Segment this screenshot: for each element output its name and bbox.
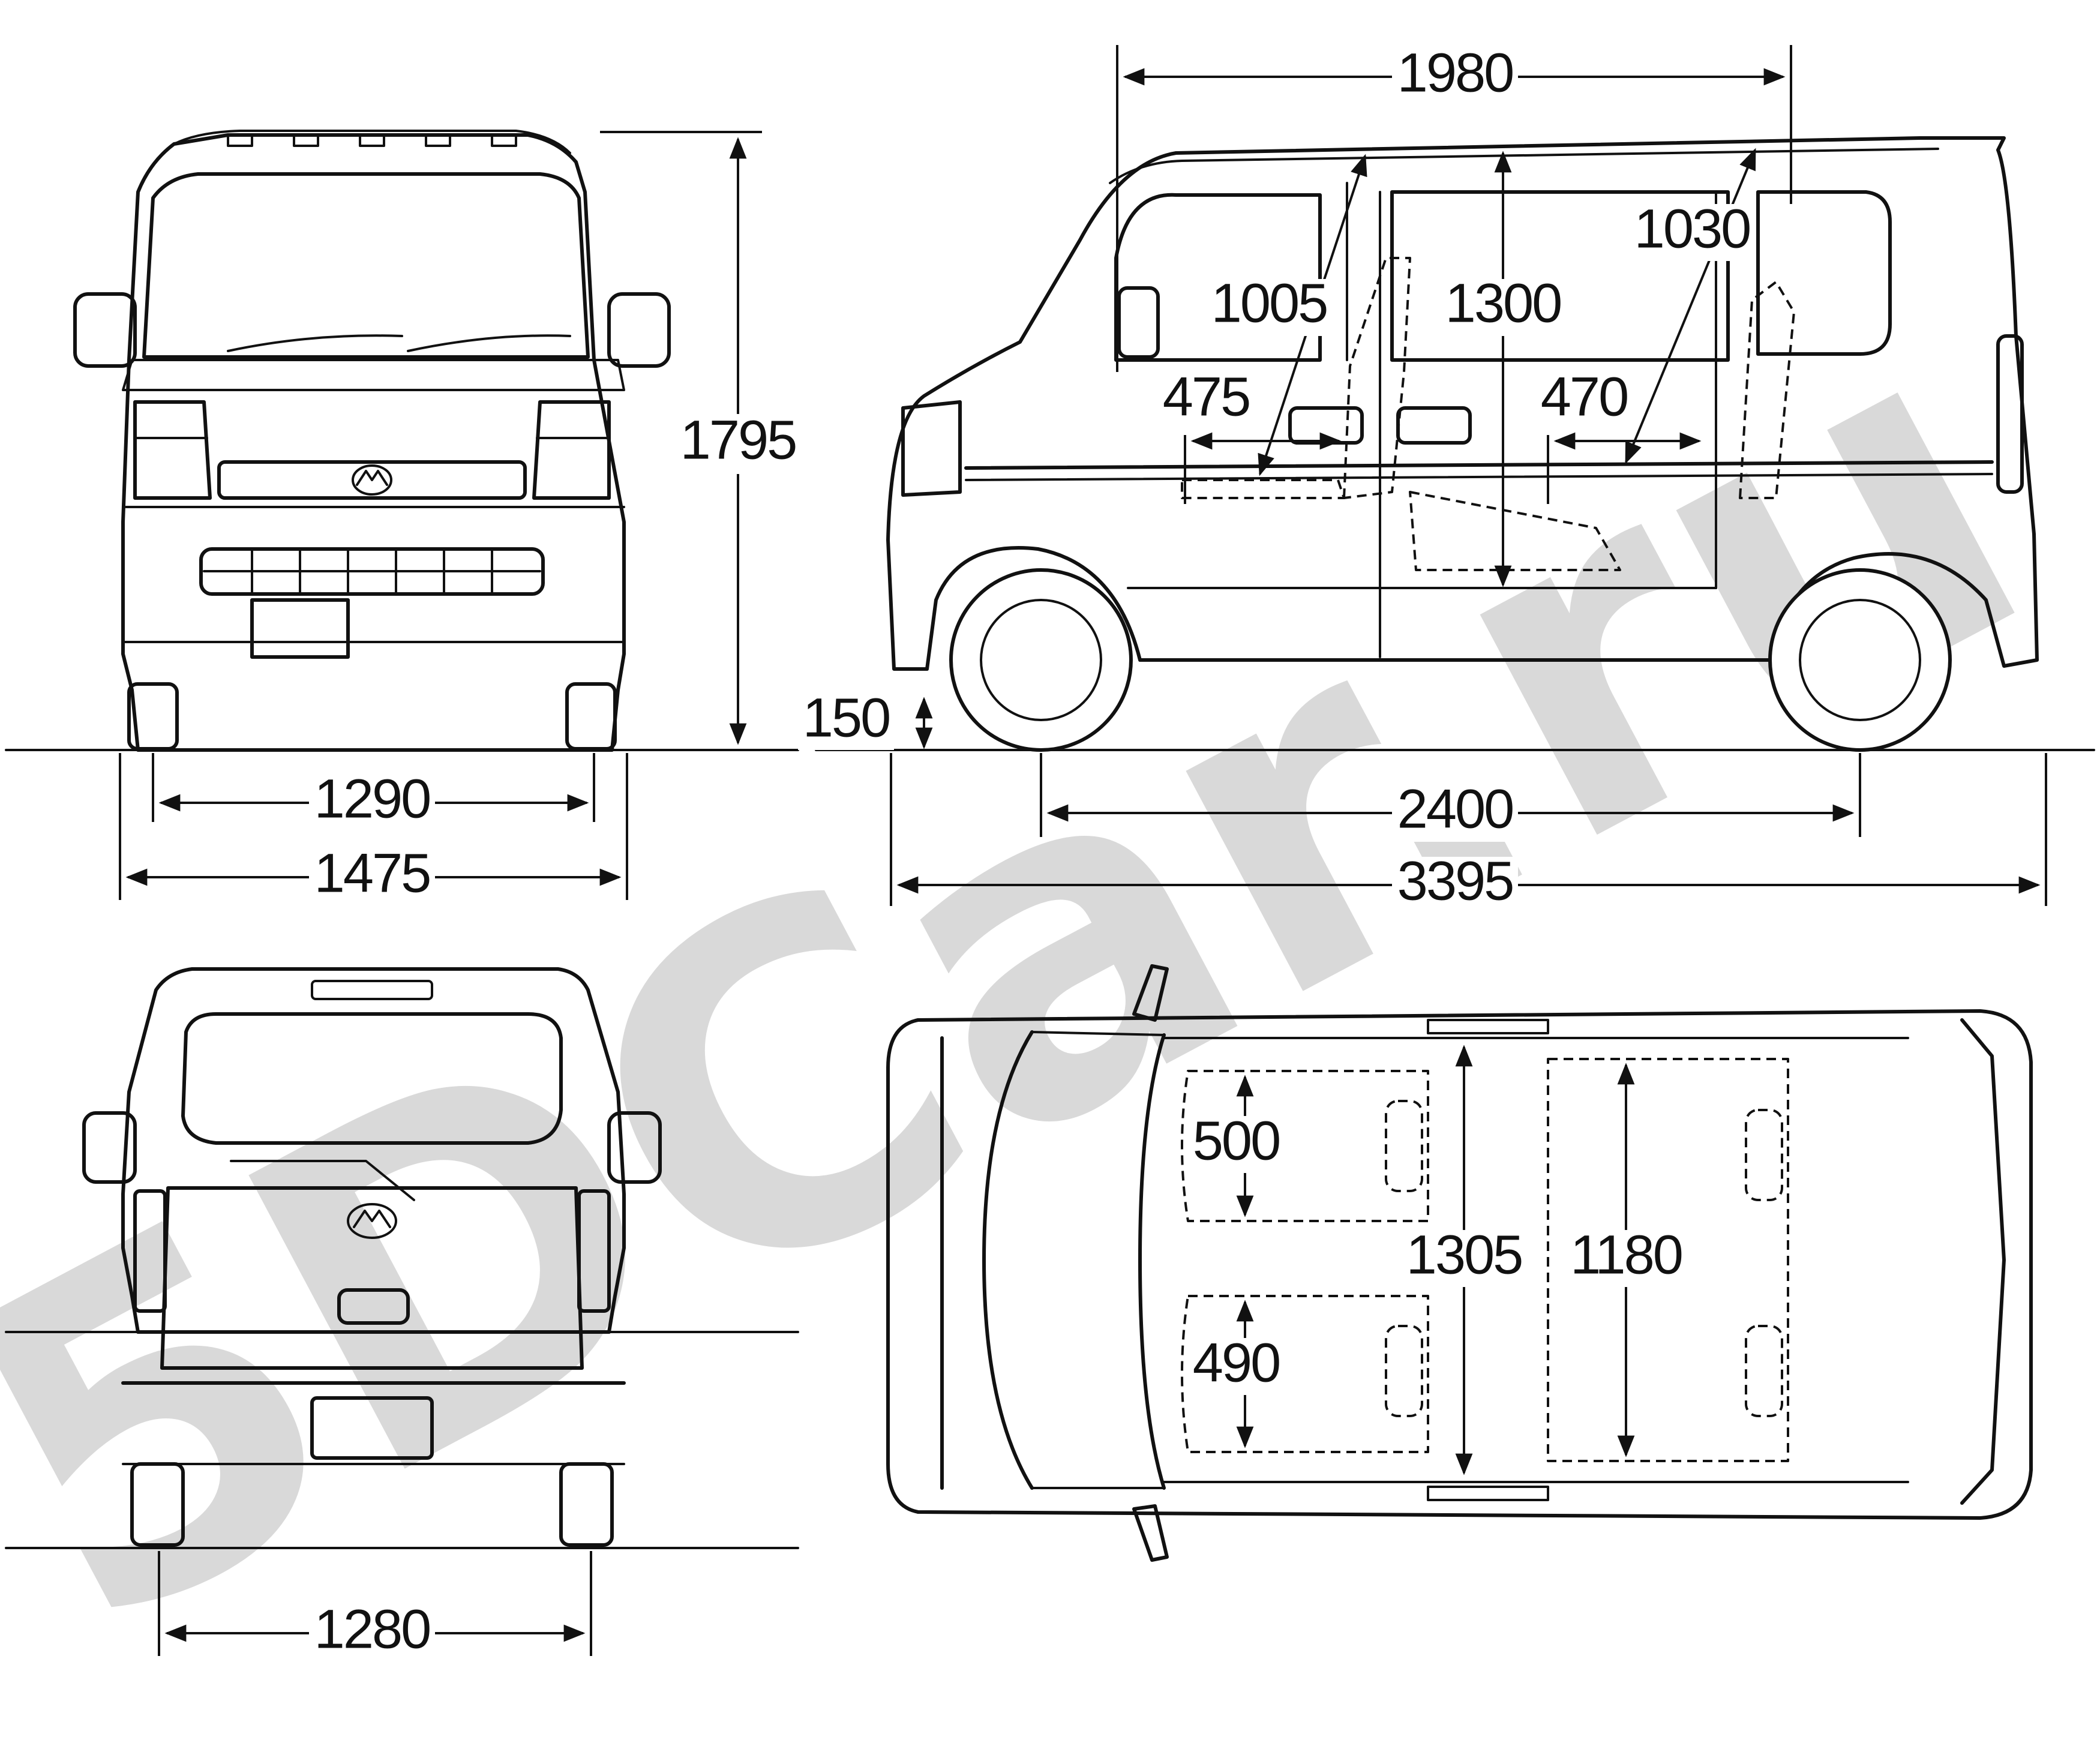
- watermark: 5DCar.ru: [0, 222, 2099, 1733]
- rear-tyre-left: [130, 1462, 185, 1547]
- front-tyre-right: [565, 682, 617, 751]
- dim-front-width: 1475: [314, 842, 430, 904]
- rear-brake-light: [311, 980, 433, 1000]
- rear-view: 1280: [5, 967, 799, 1662]
- rear-logo: [347, 1203, 397, 1239]
- front-body-outline: [121, 133, 626, 752]
- dim-top-front-seat2-width: 490: [1193, 1332, 1280, 1393]
- side-headlamp: [901, 400, 962, 497]
- rear-mirror-left: [82, 1111, 137, 1184]
- dim-side-rear-seat-depth: 470: [1541, 366, 1628, 427]
- watermark-text: 5DCar.ru: [0, 222, 2099, 1733]
- side-front-handle: [1288, 406, 1364, 445]
- front-tyre-left: [127, 682, 179, 751]
- side-mirror: [1117, 286, 1160, 359]
- front-bumper-intake: [199, 547, 545, 596]
- dim-side-interior-height: 1300: [1445, 272, 1561, 334]
- front-view: 1795 1290 1475: [5, 130, 799, 906]
- dim-top-rear-seat-width: 1180: [1570, 1224, 1682, 1285]
- top-mirror-left: [1132, 964, 1169, 1022]
- front-headlamp-left: [133, 400, 212, 500]
- top-view: 500 490 1305 1180: [886, 964, 2033, 1562]
- top-rear-bench: [1547, 1058, 1789, 1462]
- side-view: 1980 1005 1300 1030 475 470 150 2400: [798, 42, 2095, 914]
- dim-wheelbase: 2400: [1397, 778, 1513, 839]
- rear-lamp-left: [133, 1189, 167, 1313]
- dim-top-interior-width: 1305: [1406, 1224, 1522, 1285]
- front-bumper-grid: [203, 548, 541, 595]
- rear-handle: [337, 1288, 410, 1325]
- dim-rear-track: 1280: [314, 1598, 430, 1660]
- side-roof-line: [1109, 148, 1939, 184]
- dim-top-front-seat-width: 500: [1193, 1110, 1280, 1171]
- rear-mirror-right: [607, 1111, 662, 1184]
- front-grille: [217, 460, 527, 500]
- front-mirror-left: [73, 292, 137, 368]
- rear-lamp-right: [577, 1189, 611, 1313]
- front-windshield: [142, 172, 590, 359]
- rear-license-plate: [310, 1396, 434, 1460]
- top-rail-left: [1427, 1019, 1549, 1034]
- top-front-seat-right: [1181, 1295, 1429, 1453]
- front-headlamp-right: [532, 400, 611, 500]
- side-front-window: [1114, 193, 1322, 362]
- dim-overall-length: 3395: [1397, 850, 1513, 911]
- roof-markers: [227, 134, 517, 147]
- side-front-wheel: [949, 568, 1133, 752]
- top-rail-right: [1427, 1486, 1549, 1501]
- top-rear-edge: [1960, 1018, 2006, 1505]
- front-mirror-right: [607, 292, 671, 368]
- front-logo: [352, 464, 392, 496]
- side-crease: [964, 460, 1994, 470]
- rear-tyre-right: [559, 1462, 614, 1547]
- top-windshield-front: [982, 1030, 1034, 1490]
- dim-side-rear-window-height: 1030: [1634, 198, 1750, 259]
- dim-ground-clearance: 150: [803, 687, 890, 748]
- front-wipers: [227, 334, 571, 352]
- side-rear-window: [1756, 190, 1892, 356]
- side-tail-lamp: [1996, 334, 2024, 494]
- side-body-outline: [886, 136, 2039, 671]
- dim-front-track: 1290: [314, 768, 430, 829]
- dim-side-front-door-height: 1005: [1211, 272, 1327, 334]
- top-mirror-right: [1132, 1504, 1169, 1562]
- dim-side-roof-length: 1980: [1397, 42, 1513, 103]
- side-rear-seat: [1409, 491, 1621, 571]
- dim-front-height: 1795: [680, 409, 796, 470]
- rear-window: [181, 1012, 563, 1145]
- front-hood: [122, 359, 625, 391]
- side-rear-wheel: [1768, 568, 1952, 752]
- rear-body-outline: [121, 967, 626, 1334]
- top-front-seat-left: [1181, 1070, 1429, 1222]
- top-body-outline: [886, 1009, 2033, 1520]
- top-windshield-rear: [1138, 1033, 1166, 1490]
- dim-side-front-seat-depth: 475: [1163, 366, 1250, 427]
- front-license-plate: [250, 598, 350, 659]
- front-roof-line: [173, 130, 571, 154]
